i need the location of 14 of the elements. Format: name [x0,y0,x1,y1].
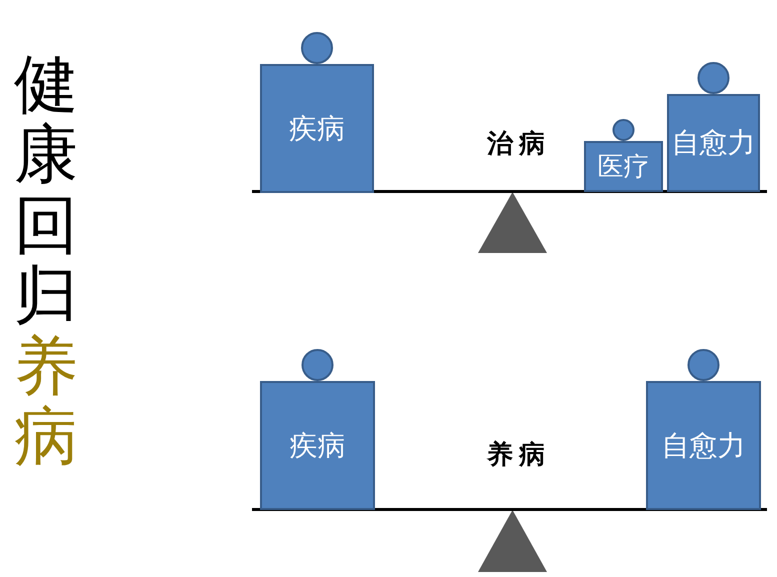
block-label: 自愈力 [672,125,756,161]
weight-block [260,381,375,510]
title: 健康回归 [14,50,78,332]
weight-block [260,64,374,193]
weight-block [646,381,761,510]
weight-block [667,94,760,192]
block-label: 疾病 [289,110,345,146]
title: 养病 [14,332,78,473]
weight-block [584,141,663,192]
scale-label: 养病 [487,439,551,472]
block-label: 医疗 [598,151,650,184]
block-label: 疾病 [290,428,346,464]
scale-label: 治病 [487,128,551,161]
block-label: 自愈力 [662,428,746,464]
